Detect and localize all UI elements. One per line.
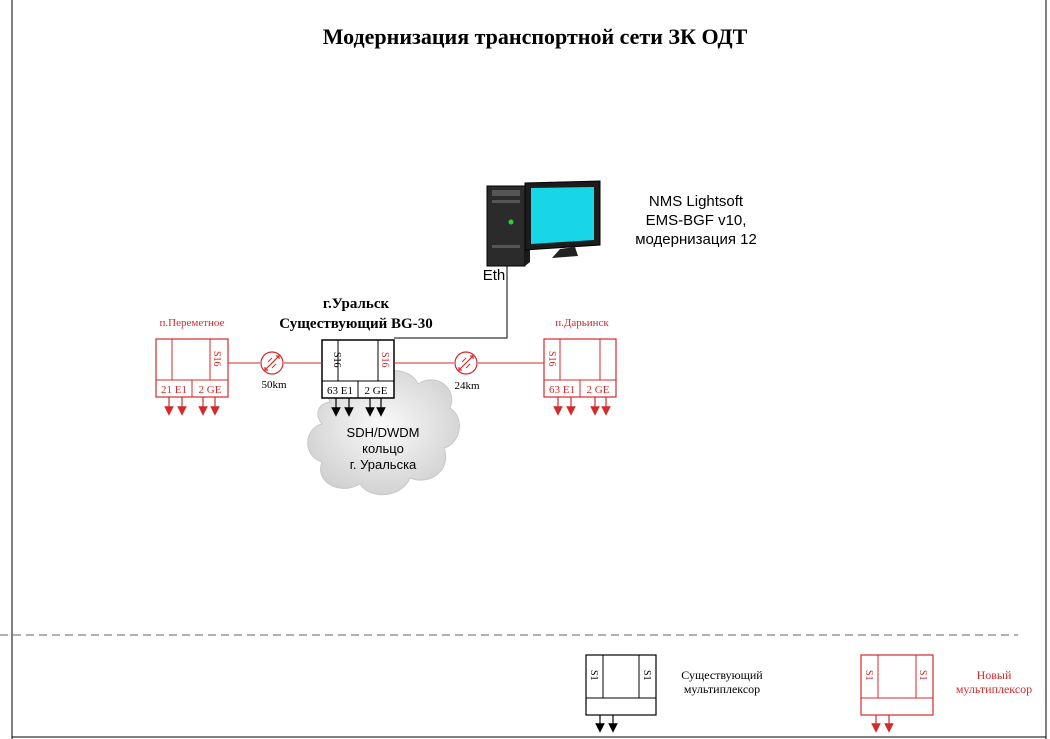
nms-label-line1: NMS Lightsoft <box>649 193 744 210</box>
legend-existing-label-2: мультиплексор <box>684 682 760 696</box>
center-node-right-port: S16 <box>379 352 390 368</box>
left-node-tributary-arrows <box>164 397 220 416</box>
center-node-tributary-arrows <box>331 398 386 417</box>
right-fiber-link: 24km <box>394 351 544 392</box>
right-link-distance: 24km <box>454 380 480 392</box>
monitor-icon <box>524 180 601 258</box>
center-node-e1: 63 E1 <box>327 385 353 397</box>
eth-link <box>394 266 508 339</box>
left-node: п.Переметное S16 21 E1 2 GE <box>155 317 229 416</box>
left-node-name: п.Переметное <box>160 317 225 329</box>
left-link-amplifier-icon <box>260 351 284 375</box>
right-node: п.Дарьинск S16 63 E1 2 GE <box>543 317 617 416</box>
left-node-port: S16 <box>211 351 222 367</box>
center-node-name: Существующий BG-30 <box>279 316 432 332</box>
center-node-left-port: S16 <box>331 352 342 368</box>
legend-existing-label-1: Существующий <box>681 668 763 682</box>
legend-new: S1 S1 Новый мультиплексор <box>860 654 1032 733</box>
legend-existing: S1 S1 Существующий мультиплексор <box>585 654 763 733</box>
legend-new-port-right: S1 <box>917 670 928 681</box>
right-node-e1: 63 E1 <box>549 384 575 396</box>
left-fiber-link: 50km <box>228 351 322 391</box>
legend-existing-arrows <box>595 715 618 733</box>
center-node-ge: 2 GE <box>365 385 388 397</box>
right-node-ge: 2 GE <box>587 384 610 396</box>
nms-computer: NMS Lightsoft EMS-BGF v10, модернизация … <box>483 180 757 284</box>
sdh-dwdm-cloud: SDH/DWDM кольцо г. Уральска <box>307 370 460 496</box>
right-node-name: п.Дарьинск <box>555 317 609 329</box>
legend-existing-port-left: S1 <box>588 670 599 681</box>
cloud-label-line1: SDH/DWDM <box>347 425 420 440</box>
cloud-label-line3: г. Уральска <box>350 457 417 472</box>
nms-label-line3: модернизация 12 <box>635 231 757 248</box>
right-link-amplifier-icon <box>454 351 478 375</box>
left-node-e1: 21 E1 <box>161 384 187 396</box>
nms-label-line2: EMS-BGF v10, <box>646 212 747 229</box>
diagram-title: Модернизация транспортной сети ЗК ОДТ <box>323 24 748 49</box>
center-node-city: г.Уральск <box>323 296 390 312</box>
cloud-label-line2: кольцо <box>362 441 404 456</box>
right-node-tributary-arrows <box>553 397 611 416</box>
legend-new-arrows <box>871 715 894 733</box>
server-tower-icon <box>486 182 530 267</box>
legend-existing-port-right: S1 <box>641 670 652 681</box>
left-link-distance: 50km <box>261 379 287 391</box>
legend-new-label-2: мультиплексор <box>956 682 1032 696</box>
right-node-port: S16 <box>546 351 557 367</box>
center-node: г.Уральск Существующий BG-30 S16 S16 63 … <box>279 296 433 417</box>
legend-new-port-left: S1 <box>863 670 874 681</box>
page-frame <box>11 0 1047 739</box>
left-node-ge: 2 GE <box>199 384 222 396</box>
legend-new-label-1: Новый <box>977 668 1012 682</box>
eth-port-label: Eth <box>483 267 506 284</box>
